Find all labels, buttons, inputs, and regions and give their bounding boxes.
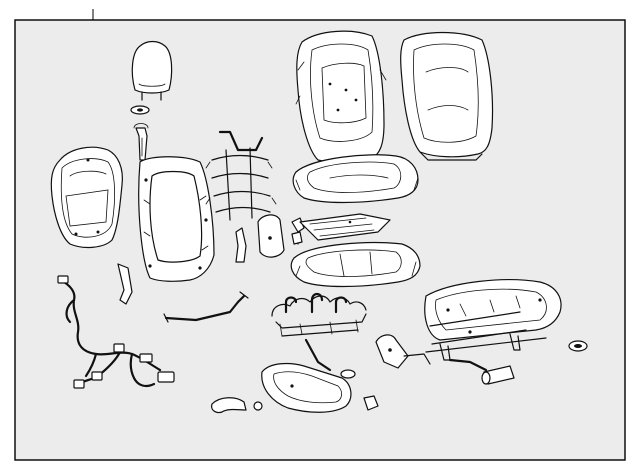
- heater-element: [291, 213, 391, 245]
- seat-cushion-pad: [290, 241, 421, 288]
- lumbar-support: [205, 130, 277, 221]
- bracket: [117, 214, 305, 305]
- seat-adjuster-track: [424, 279, 562, 361]
- seat-back-frame: [138, 156, 215, 282]
- seat-back-panel: [50, 146, 123, 249]
- seat-back-pad: [400, 31, 494, 161]
- side-shield: [261, 338, 379, 413]
- motor: [448, 358, 515, 385]
- support-rod: [163, 291, 249, 323]
- recliner-handle: [211, 397, 263, 414]
- seat-cushion-cover: [292, 154, 419, 204]
- head-restraint: [131, 40, 173, 101]
- bracket: [375, 334, 588, 369]
- cushion-springs: [271, 292, 367, 337]
- wiring-harness: [57, 275, 175, 389]
- seat-back-cover: [295, 30, 387, 164]
